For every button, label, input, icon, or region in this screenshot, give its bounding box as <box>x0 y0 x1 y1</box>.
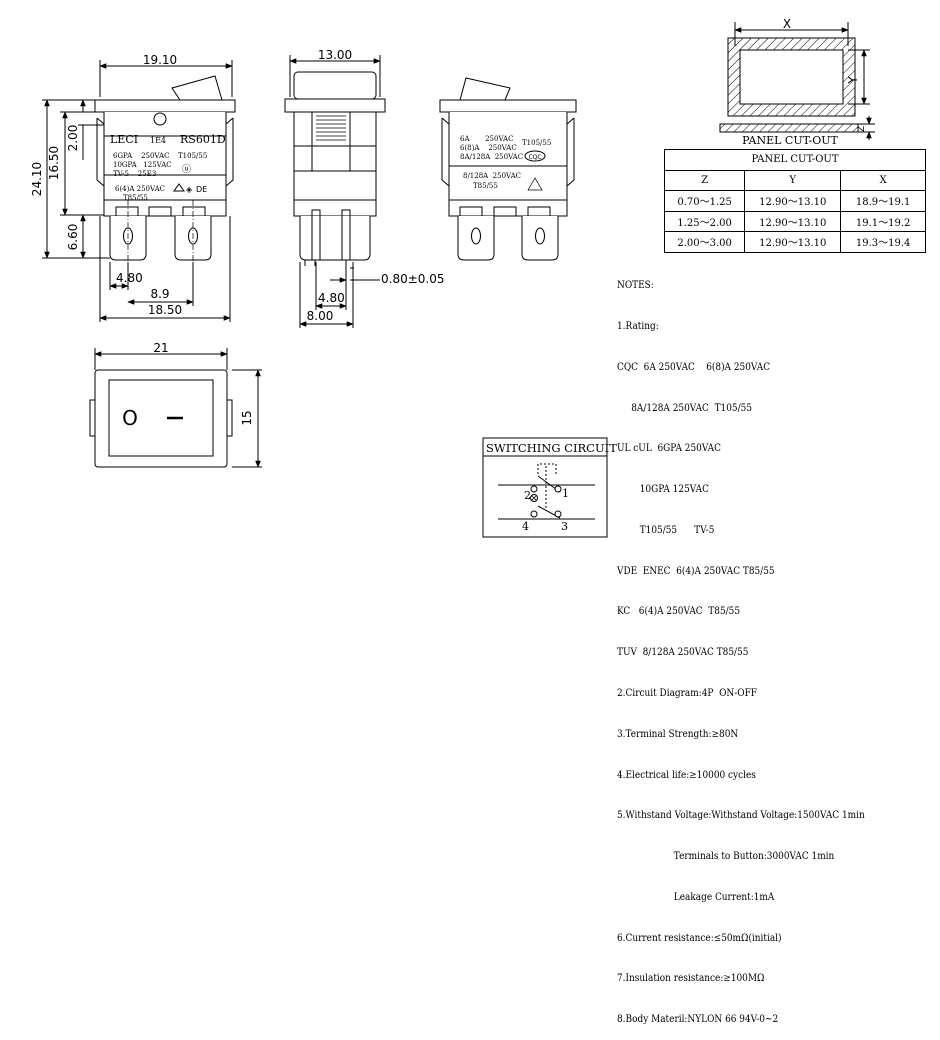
front-label-model: RS601D <box>180 133 226 146</box>
table-cell: 19.3～19.4 <box>840 231 926 253</box>
panel-cutout: X Y Z PANEL CUT-OUT <box>719 17 875 147</box>
front-label-temp: T105/55 <box>178 152 207 160</box>
front-label-brand: LECI <box>110 133 138 146</box>
table-title: PANEL CUT-OUT <box>664 149 926 171</box>
table-cell: 12.90～13.10 <box>744 210 842 232</box>
front-dim-top: 2.00 <box>66 125 80 152</box>
note-line: 1.Rating: <box>617 319 659 332</box>
front-label-code: 1E4 <box>150 136 166 145</box>
front-view: 19.10 LECI 1E4 RS601D 6GPA 250VAC 10GPA … <box>30 53 236 322</box>
notes-block: NOTES: 1.Rating: CQC 6A 250VAC 6(8)A 250… <box>617 252 865 1040</box>
front-label-line3: TV-5 25E3 <box>113 170 156 178</box>
technical-drawing: 19.10 LECI 1E4 RS601D 6GPA 250VAC 10GPA … <box>30 17 875 538</box>
note-line: TUV 8/128A 250VAC T85/55 <box>617 646 749 659</box>
note-line: 10GPA 125VAC <box>617 483 709 496</box>
note-line: T105/55 TV-5 <box>617 523 715 536</box>
note-line: NOTES: <box>617 279 654 292</box>
note-line: 7.Insulation resistance:≥100MΩ <box>617 972 765 985</box>
table-title-row: PANEL CUT-OUT <box>664 149 926 171</box>
note-line: 2.Circuit Diagram:4P ON-OFF <box>617 687 757 699</box>
table-row: 1.25～2.00 12.90～13.10 19.1～19.2 <box>663 210 926 232</box>
note-line: 8.Body Materil:NYLON 66 94V-0~2 <box>617 1013 779 1026</box>
table-row: 2.00～3.00 12.90～13.10 19.3～19.4 <box>663 231 926 253</box>
front-dim-height: 24.10 <box>30 162 44 196</box>
front-dim-pitch-b: 8.9 <box>150 287 169 301</box>
back-line5: T85/55 <box>473 182 498 190</box>
recycle-triangle-icon <box>527 177 543 191</box>
table-row: 0.70～1.25 12.90～13.10 18.9～19.1 <box>663 190 926 212</box>
back-cqc: CQC <box>528 154 541 161</box>
note-line: CQC 6A 250VAC 6(8)A 250VAC <box>617 360 771 373</box>
switching-circuit-title: SWITCHING CIRCUIT <box>486 441 617 455</box>
front-dim-base: 18.50 <box>148 303 182 317</box>
back-line4: 8/128A 250VAC <box>463 172 521 180</box>
note-line: VDE ENEC 6(4)A 250VAC T85/55 <box>617 564 775 577</box>
terminal-label-2: 2 <box>524 489 531 502</box>
front-dim-body: 16.50 <box>47 146 61 180</box>
back-line3: 8A/128A 250VAC <box>460 153 523 161</box>
table-cell: 1.25～2.00 <box>663 210 746 232</box>
front-dim-width: 19.10 <box>143 53 177 67</box>
side-dim-pitch: 4.80 <box>318 291 345 305</box>
table-header-row: Z Y X <box>663 169 926 191</box>
cutout-dim-y: Y <box>846 76 860 85</box>
note-line: 5.Withstand Voltage:Withstand Voltage:15… <box>617 809 865 822</box>
front-label-line1: 6GPA 250VAC <box>113 152 169 160</box>
note-line: Leakage Current:1mA <box>617 890 775 903</box>
cutout-dim-z: Z <box>857 126 867 132</box>
top-view: 21 O 15 <box>89 341 262 468</box>
table-header-y: Y <box>744 169 842 191</box>
kc-mark-icon: ◈ <box>186 185 193 194</box>
note-line: Terminals to Button:3000VAC 1min <box>617 850 835 863</box>
front-dim-pitch-a: 4.80 <box>116 271 143 285</box>
back-line2: 6(8)A 250VAC <box>460 144 517 152</box>
front-dim-terminal: 6.60 <box>66 224 80 251</box>
note-line: UL cUL 6GPA 250VAC <box>617 442 721 455</box>
front-label-line2: 10GPA 125VAC <box>113 161 172 169</box>
table-cell: 12.90～13.10 <box>744 190 842 212</box>
terminal-label-3: 3 <box>561 520 568 533</box>
back-view: 6A 250VAC 6(8)A 250VAC 8A/128A 250VAC T1… <box>439 77 577 261</box>
off-symbol: O <box>122 406 138 430</box>
side-dim-width: 13.00 <box>318 48 352 62</box>
cqc-mark-icon <box>524 150 546 162</box>
note-line: 8A/128A 250VAC T105/55 <box>617 401 752 414</box>
note-line: KC 6(4)A 250VAC T85/55 <box>617 605 741 618</box>
table-header-x: X <box>840 169 926 191</box>
back-temp: T105/55 <box>522 139 551 147</box>
de-mark-icon: DE <box>196 185 207 194</box>
switching-circuit: 1 2 3 4 <box>482 437 608 538</box>
cutout-label: PANEL CUT-OUT <box>742 134 838 147</box>
top-dim-height: 15 <box>240 410 254 425</box>
table-cell: 18.9～19.1 <box>840 190 926 212</box>
warning-triangle-icon <box>173 183 185 192</box>
side-dim-base: 8.00 <box>307 309 334 323</box>
table-cell: 0.70～1.25 <box>663 190 746 212</box>
note-line: 6.Current resistance:≤50mΩ(initial) <box>617 931 782 944</box>
side-view: 13.00 0.80±0.05 4.80 8.00 <box>284 48 445 328</box>
terminal-label-1: 1 <box>562 487 569 500</box>
side-dim-terminal-thk: 0.80±0.05 <box>381 272 445 286</box>
note-line: 4.Electrical life:≥10000 cycles <box>617 768 756 781</box>
ul-mark-icon: ⓤ <box>182 164 191 175</box>
front-label-vde: 6(4)A 250VAC <box>115 185 165 193</box>
table-cell: 2.00～3.00 <box>663 231 746 253</box>
back-line1: 6A 250VAC <box>460 135 513 143</box>
table-cell: 19.1～19.2 <box>840 210 926 232</box>
note-line: 3.Terminal Strength:≥80N <box>617 727 739 740</box>
front-label-vde2: T85/55 <box>123 194 148 202</box>
panel-cutout-table: PANEL CUT-OUT Z Y X 0.70～1.25 12.90～13.1… <box>663 149 926 253</box>
table-cell: 12.90～13.10 <box>744 231 842 253</box>
cutout-dim-x: X <box>783 17 791 31</box>
table-header-z: Z <box>663 169 746 191</box>
terminal-label-4: 4 <box>522 520 529 533</box>
top-dim-width: 21 <box>153 341 168 355</box>
